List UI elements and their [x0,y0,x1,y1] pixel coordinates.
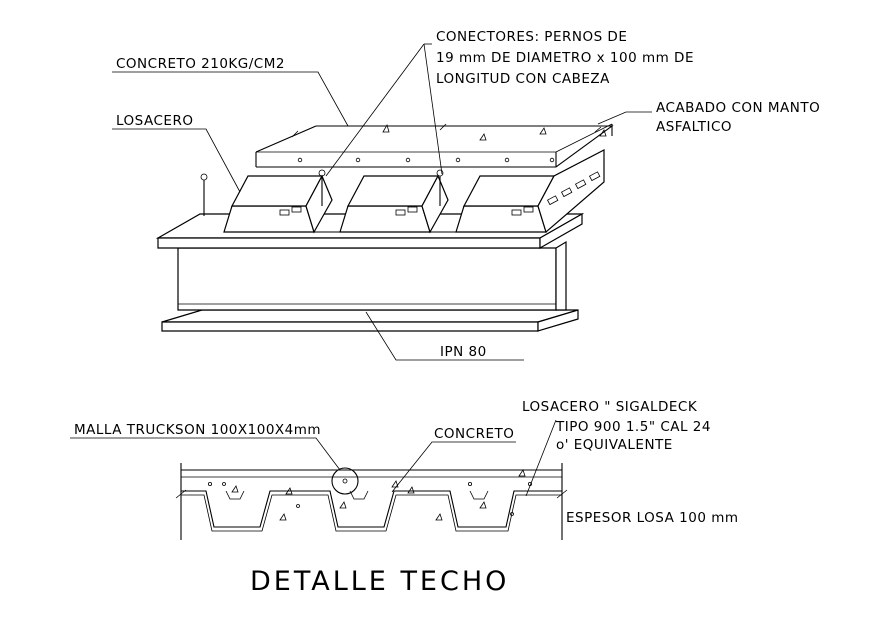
slab-thickness-label: ESPESOR LOSA 100 mm [566,510,739,526]
beam-label: IPN 80 [440,344,487,360]
section-leaders [70,419,557,497]
finish-label-line1: ACABADO CON MANTO [656,100,820,116]
connectors-label-line3: LONGITUD CON CABEZA [436,71,610,87]
connectors-label-line2: 19 mm DE DIAMETRO x 100 mm DE [436,50,694,66]
drawing-title: DETALLE TECHO [250,566,509,597]
section-concrete-label: CONCRETO [434,426,514,442]
beam-bottom-flange [161,309,579,332]
finish-label-line2: ASFALTICO [656,119,732,135]
connector-studs [200,169,444,216]
deck-label-line1: LOSACERO " SIGALDECK [522,399,698,415]
mesh-detail-circle [331,467,359,495]
losacero-label: LOSACERO [116,113,193,129]
section-view: MALLA TRUCKSON 100X100X4mm CONCRETO LOSA… [70,399,739,540]
concrete-strength-label: CONCRETO 210KG/CM2 [116,56,285,72]
deck-profile [181,490,562,528]
losacero-deck [223,149,605,234]
mesh-label: MALLA TRUCKSON 100X100X4mm [74,422,321,438]
deck-label-line3: o' EQUIVALENTE [556,437,673,453]
deck-label-line2: TIPO 900 1.5" CAL 24 [555,419,711,435]
beam-web [177,240,567,311]
isometric-view: CONECTORES: PERNOS DE 19 mm DE DIAMETRO … [112,29,820,361]
iso-leaders [112,43,652,361]
connectors-label-line1: CONECTORES: PERNOS DE [436,29,627,45]
concrete-slab [255,123,614,168]
